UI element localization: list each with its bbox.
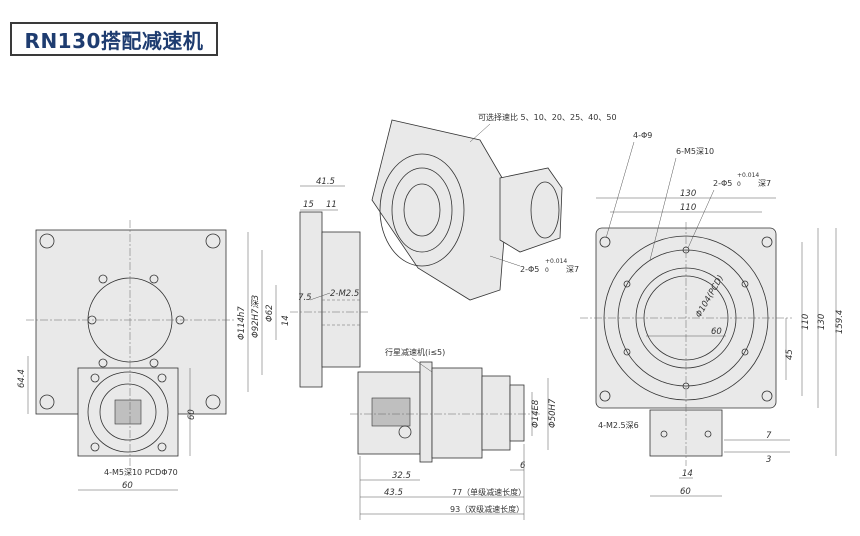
leader-line [489,255,521,267]
iso-pin-tol-upper: +0.014 [545,258,567,265]
dim-d4: 14 [281,315,291,326]
reducer-shaft [509,384,525,442]
dim-w110: 110 [680,203,696,213]
right-screw [623,348,631,356]
dim-h3: 3 [766,455,771,465]
front-screw [149,358,159,368]
flange-screw [157,373,167,383]
iso-flange [379,153,465,267]
dim-w60: 60 [711,327,722,337]
dim-flange-dia: Φ50H7 [548,398,558,428]
leader-line [411,357,433,373]
iso-reducer-face [530,181,560,239]
right-bottom-thread: 4-M2.5深6 [598,421,639,430]
reducer-bolt [398,425,412,439]
ratio-note: 可选择速比 5、10、20、25、40、50 [478,112,617,122]
tab-hole [704,430,712,438]
dim-shaft-dia: Φ14E8 [531,399,541,428]
flange-screw [90,373,100,383]
iso-pin-depth: 深7 [566,265,579,274]
section-body [321,231,361,368]
leader-line [605,141,635,239]
dim-w130: 130 [680,189,696,199]
leader-line [687,189,715,249]
title-box: RN130搭配减速机 [10,22,218,56]
flange-screw [157,442,167,452]
reducer-ring-flange [419,361,433,463]
dim-d5: 7.5 [298,293,312,303]
tab-hole [660,430,668,438]
leader-line [649,157,677,261]
iso-flange-inner [391,167,453,253]
right-thread: 6-M5深10 [676,147,714,156]
right-screw [623,280,631,288]
front-corner-hole [39,233,55,249]
dim-w60b: 60 [680,487,691,497]
right-corner-hole [761,236,773,248]
right-corner-hole [599,236,611,248]
reducer-coupling [371,397,411,427]
dim-w-b: 11 [326,200,337,210]
right-pin-tol-upper: +0.014 [737,172,759,179]
iso-pin-tol-lower: 0 [545,267,549,274]
reducer-view: 行星减速机(i≤5) Φ14E8 Φ50H7 32.5 43.5 6 77（单级… [350,347,558,520]
dim-d1: Φ114h7 [237,306,247,340]
right-screw [741,280,749,288]
dim-h110: 110 [801,314,811,330]
front-view: 64.4 60 60 4-M5深10 PCDΦ70 [17,220,236,491]
iso-bore [403,183,441,237]
dim-w-a: 15 [303,200,314,210]
dim-height: 64.4 [17,369,27,388]
front-screw [98,358,108,368]
front-corner-hole [39,394,55,410]
dim-side: 60 [187,409,197,420]
dim-width: 60 [122,481,133,491]
section-view: 41.5 15 11 Φ114h7 Φ92H7深3 Φ62 14 7.5 2-M… [237,177,370,392]
dim-c: 6 [520,461,526,471]
iso-view: 可选择速比 5、10、20、25、40、50 2-Φ5 +0.014 0 深7 [371,112,617,301]
reducer-housing [431,367,483,459]
dim-b: 43.5 [384,488,403,498]
dim-l2: 93（双级减速长度） [450,504,524,514]
shaft-key [114,399,142,425]
dim-w-total: 41.5 [316,177,335,187]
right-view: 4-Φ9 6-M5深10 2-Φ5 +0.014 0 深7 Φ104(PCD) … [580,131,845,497]
dim-a: 32.5 [392,471,411,481]
dim-h7: 7 [766,431,772,441]
leader-line [309,292,331,301]
dim-l1: 77（单级减速长度） [452,487,526,497]
dim-h45: 45 [785,349,795,360]
front-corner-hole [205,233,221,249]
flange-screw [90,442,100,452]
front-screw [98,274,108,284]
reducer-ring [87,371,169,453]
front-bolt-label: 4-M5深10 PCDΦ70 [104,468,178,477]
front-corner-hole [205,394,221,410]
dim-w14: 14 [682,469,693,479]
dim-h130: 130 [817,314,827,330]
front-screw [149,274,159,284]
right-corner-hole [599,390,611,402]
iso-pin-label: 2-Φ5 [520,265,539,274]
dim-h159: 159.4 [835,310,845,334]
right-holes: 4-Φ9 [633,131,652,140]
planetary-label: 行星减速机(i≤5) [385,347,445,357]
reducer-output-flange [481,375,511,451]
dim-d2: Φ92H7深3 [250,295,261,338]
right-pin: 2-Φ5 [713,179,732,188]
page-title: RN130搭配减速机 [24,28,204,53]
dim-d3: Φ62 [265,304,275,322]
leader-line [469,123,491,143]
right-pin-tol-lower: 0 [737,181,741,188]
right-pin-depth: 深7 [758,179,771,188]
right-corner-hole [761,390,773,402]
right-screw [741,348,749,356]
section-thread: 2-M2.5 [330,289,359,299]
reducer-ring-inner [99,383,157,441]
